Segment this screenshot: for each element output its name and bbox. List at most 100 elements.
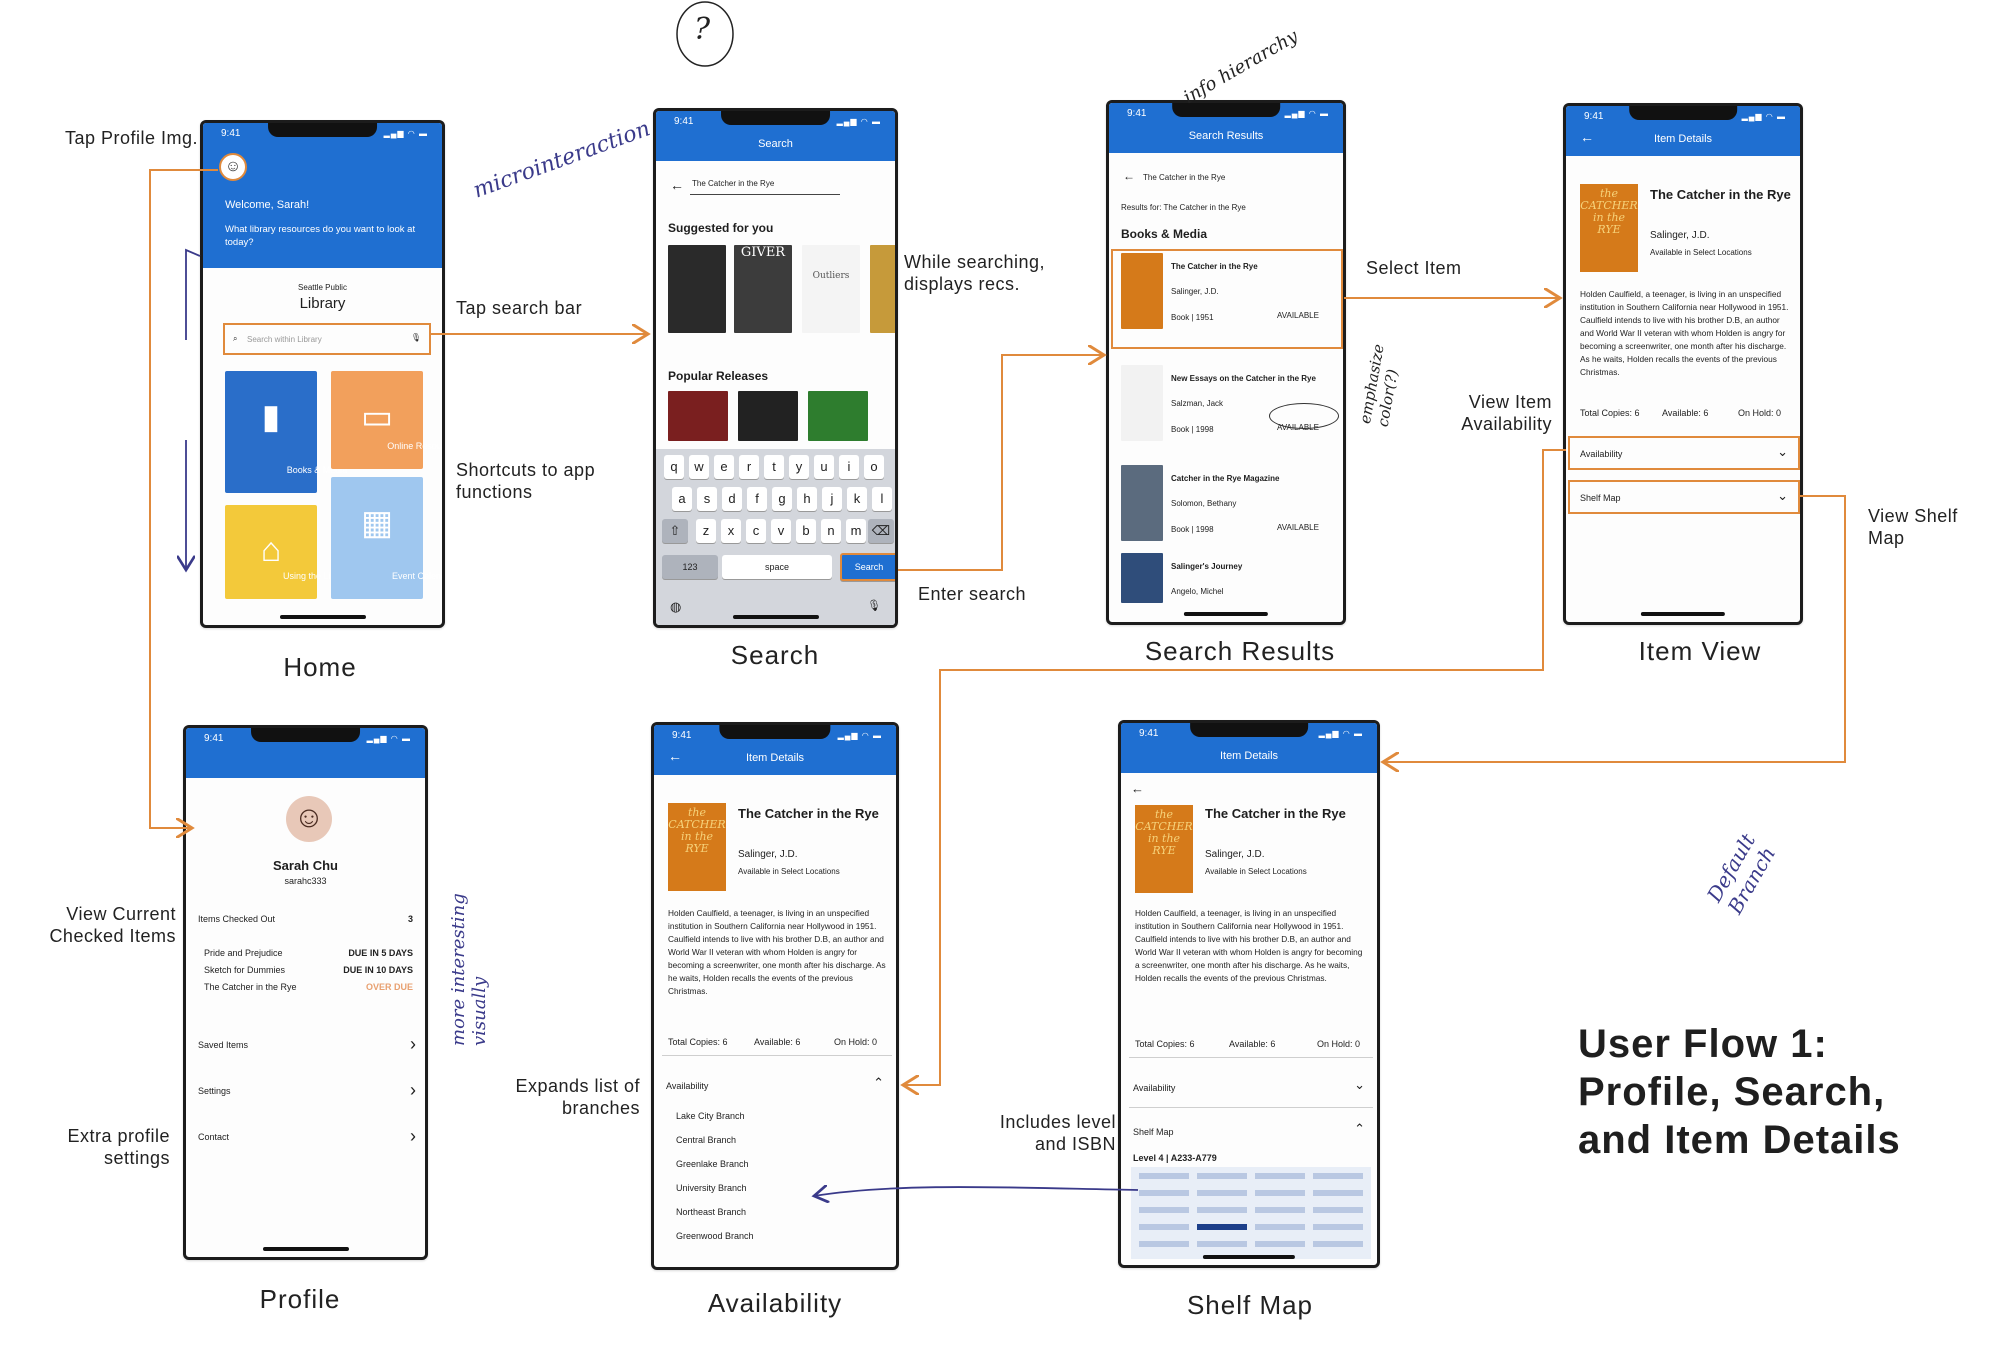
branch-item[interactable]: Greenwood Branch xyxy=(676,1231,754,1241)
status-icons: ▂▄▆ ◠ ▬ xyxy=(837,731,882,740)
note-extra-profile: Extra profile settings xyxy=(67,1126,170,1168)
key-g[interactable]: g xyxy=(772,487,792,511)
result-cover[interactable] xyxy=(1121,253,1163,329)
item-avail-note: Available in Select Locations xyxy=(738,867,840,876)
checked-item-title[interactable]: Sketch for Dummies xyxy=(204,965,286,975)
key-l[interactable]: l xyxy=(872,487,892,511)
key-backspace[interactable]: ⌫ xyxy=(868,519,894,543)
back-arrow-icon[interactable]: ← xyxy=(670,177,684,193)
book-cover-suggested-3[interactable]: Outliers xyxy=(802,245,860,333)
cover-text: the CATCHER in the RYE xyxy=(1580,187,1638,237)
note-shortcuts: Shortcuts to app functions xyxy=(456,460,596,502)
key-t[interactable]: t xyxy=(764,455,784,479)
tile-using-library[interactable]: ⌂ Using the Library xyxy=(225,505,351,599)
key-m[interactable]: m xyxy=(846,519,866,543)
book-cover-suggested-2[interactable]: GIVER xyxy=(734,245,792,333)
avatar[interactable]: ☺ xyxy=(219,153,247,181)
availability-label[interactable]: Availability xyxy=(666,1081,709,1091)
checked-item-title[interactable]: The Catcher in the Rye xyxy=(204,982,297,992)
result-cover[interactable] xyxy=(1121,465,1163,541)
profile-menu-contact[interactable]: Contact› xyxy=(194,1124,420,1154)
back-arrow-icon[interactable]: ← xyxy=(668,748,682,764)
key-shift[interactable]: ⇧ xyxy=(662,519,688,543)
key-w[interactable]: w xyxy=(689,455,709,479)
back-arrow-icon[interactable]: ← xyxy=(1580,129,1594,145)
key-x[interactable]: x xyxy=(721,519,741,543)
shelf-map-screen: 9:41 ▂▄▆ ◠ ▬ Item Details ← the CATCHER … xyxy=(1118,720,1380,1268)
item-view-screen: 9:41 ▂▄▆ ◠ ▬ ← Item Details the CATCHER … xyxy=(1563,103,1803,625)
branch-item[interactable]: Greenlake Branch xyxy=(676,1159,749,1169)
result-title[interactable]: Salinger's Journey xyxy=(1171,562,1243,571)
key-j[interactable]: j xyxy=(822,487,842,511)
key-c[interactable]: c xyxy=(746,519,766,543)
profile-menu-settings[interactable]: Settings› xyxy=(194,1078,420,1108)
key-z[interactable]: z xyxy=(696,519,716,543)
book-cover-popular-2[interactable] xyxy=(738,391,798,441)
result-title[interactable]: New Essays on the Catcher in the Rye xyxy=(1171,374,1316,383)
key-space[interactable]: space xyxy=(722,555,832,579)
key-n[interactable]: n xyxy=(821,519,841,543)
key-v[interactable]: v xyxy=(771,519,791,543)
book-cover-suggested-4[interactable] xyxy=(870,245,895,333)
key-search[interactable]: Search xyxy=(840,553,895,581)
checked-item-title[interactable]: Pride and Prejudice xyxy=(204,948,283,958)
shelf-map-grid[interactable] xyxy=(1131,1167,1371,1259)
home-search-bar[interactable]: ⌕ Search within Library 🎙 xyxy=(223,323,431,355)
key-h[interactable]: h xyxy=(797,487,817,511)
tile-event-calendar[interactable]: ▦ Event Calendar xyxy=(331,477,442,599)
key-y[interactable]: y xyxy=(789,455,809,479)
calendar-icon: ▦ xyxy=(360,504,394,542)
suggested-heading: Suggested for you xyxy=(668,221,774,235)
branch-item[interactable]: Central Branch xyxy=(676,1135,737,1145)
book-cover: the CATCHER in the RYE xyxy=(1135,805,1193,893)
result-title[interactable]: The Catcher in the Rye xyxy=(1171,262,1258,271)
globe-icon[interactable]: ◍ xyxy=(670,599,682,614)
library-small: Seattle Public xyxy=(298,283,347,292)
profile-menu-saved-items[interactable]: Saved Items› xyxy=(194,1032,420,1062)
back-arrow-icon[interactable]: ← xyxy=(1123,169,1135,183)
key-r[interactable]: r xyxy=(739,455,759,479)
branch-item[interactable]: Northeast Branch xyxy=(676,1207,747,1217)
key-d[interactable]: d xyxy=(722,487,742,511)
branch-item[interactable]: University Branch xyxy=(676,1183,747,1193)
tile-books-media[interactable]: ▮ Books & Media xyxy=(225,371,347,493)
book-cover-popular-3[interactable] xyxy=(808,391,868,441)
key-q[interactable]: q xyxy=(664,455,684,479)
key-k[interactable]: k xyxy=(847,487,867,511)
result-cover[interactable] xyxy=(1121,553,1163,603)
item-description: Holden Caulfield, a teenager, is living … xyxy=(1580,289,1789,377)
book-cover-popular-1[interactable] xyxy=(668,391,728,441)
chevron-up-icon[interactable]: ⌃ xyxy=(873,1075,884,1090)
search-placeholder: Search within Library xyxy=(247,335,322,344)
search-query-field[interactable]: The Catcher in the Rye xyxy=(690,173,840,195)
status-icons: ▂▄▆ ◠ ▬ xyxy=(1318,729,1363,738)
key-a[interactable]: a xyxy=(672,487,692,511)
search-icon: ⌕ xyxy=(233,334,238,343)
mic-icon[interactable]: 🎙 xyxy=(867,600,881,612)
result-author: Angelo, Michel xyxy=(1171,587,1224,596)
branch-item[interactable]: Lake City Branch xyxy=(676,1111,745,1121)
book-cover-suggested-1[interactable] xyxy=(668,245,726,333)
back-arrow-icon[interactable]: ← xyxy=(1131,781,1144,796)
key-i[interactable]: i xyxy=(839,455,859,479)
shelf-map-label[interactable]: Shelf Map xyxy=(1133,1127,1174,1137)
shelf-block xyxy=(1255,1190,1305,1196)
key-123[interactable]: 123 xyxy=(662,555,718,579)
key-e[interactable]: e xyxy=(714,455,734,479)
availability-dropdown[interactable]: Availability ⌄ xyxy=(1568,436,1800,470)
shelf-map-dropdown[interactable]: Shelf Map ⌄ xyxy=(1568,480,1800,514)
search-screen: 9:41 ▂▄▆ ◠ ▬ Search ← The Catcher in the… xyxy=(653,108,898,628)
tile-online-resources[interactable]: ▭ Online Resources xyxy=(331,371,442,469)
result-title[interactable]: Catcher in the Rye Magazine xyxy=(1171,474,1280,483)
profile-avatar: ☺ xyxy=(286,796,332,842)
key-f[interactable]: f xyxy=(747,487,767,511)
key-s[interactable]: s xyxy=(697,487,717,511)
mic-icon: 🎙 xyxy=(410,333,421,342)
availability-label[interactable]: Availability xyxy=(1133,1083,1176,1093)
key-o[interactable]: o xyxy=(864,455,884,479)
key-u[interactable]: u xyxy=(814,455,834,479)
chevron-up-icon[interactable]: ⌃ xyxy=(1354,1121,1365,1136)
chevron-down-icon[interactable]: ⌄ xyxy=(1354,1077,1365,1092)
key-b[interactable]: b xyxy=(796,519,816,543)
result-cover[interactable] xyxy=(1121,365,1163,441)
